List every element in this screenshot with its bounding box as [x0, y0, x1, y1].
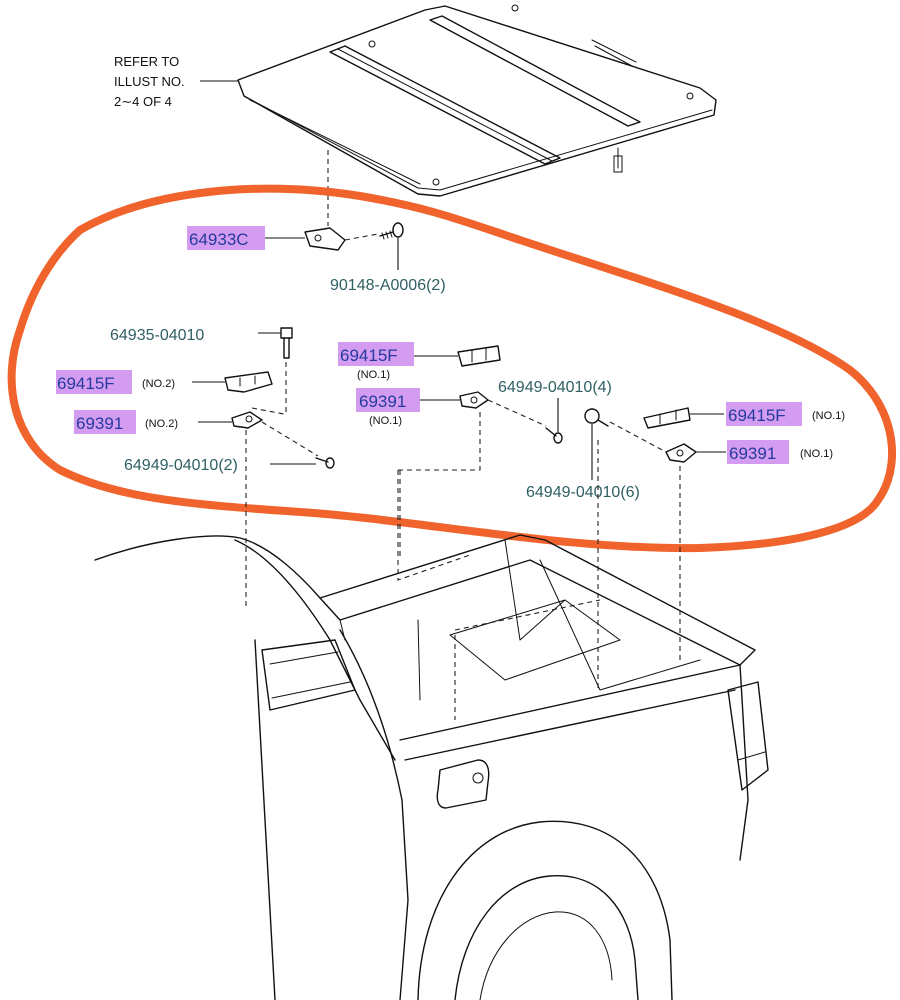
part-number: 64933C [189, 230, 249, 249]
qualifier: (NO.1) [369, 415, 402, 427]
clamp-69415f-center-illustration [412, 345, 501, 367]
note-line-2: ILLUST NO. [114, 74, 185, 89]
screw-64949-2-illustration [270, 457, 335, 469]
hinge-69391-center-illustration [420, 391, 547, 427]
highlight-box [74, 410, 136, 434]
refer-note: REFER TO ILLUST NO. 2∼4 OF 4 [114, 54, 238, 109]
qualifier: (NO.2) [145, 418, 178, 430]
part-number: 69415F [340, 346, 398, 365]
label-64933c[interactable]: 64933C [187, 226, 305, 250]
part-number: 69415F [57, 374, 115, 393]
highlight-box [356, 388, 420, 412]
label-69415f-center[interactable]: 69415F (NO.1) [338, 342, 414, 381]
qualifier: (NO.2) [142, 378, 175, 390]
bolt-90148-illustration [379, 222, 404, 270]
highlight-box [187, 226, 265, 250]
label-64949-04010-4[interactable]: 64949-04010(4) [498, 379, 612, 396]
tonneau-cover-illustration [237, 4, 717, 197]
qualifier: (NO.1) [812, 410, 845, 422]
installation-dashlines [245, 410, 681, 720]
highlight-box [56, 370, 132, 394]
label-69391-right[interactable]: 69391 (NO.1) [727, 440, 833, 464]
highlight-box [338, 342, 414, 366]
clamp-69415f-no2-illustration [192, 371, 273, 393]
highlight-annotation-circle [7, 184, 897, 553]
note-line-3: 2∼4 OF 4 [114, 94, 172, 109]
screw-64949-4-illustration [545, 398, 563, 444]
qualifier: (NO.1) [357, 369, 390, 381]
qualifier: (NO.1) [800, 448, 833, 460]
screw-64949-6-illustration [584, 408, 609, 480]
part-number: 69391 [359, 392, 406, 411]
label-90148-a0006[interactable]: 90148-A0006(2) [330, 277, 446, 294]
label-69415f-right[interactable]: 69415F (NO.1) [726, 402, 845, 426]
pickup-truck-illustration [94, 534, 769, 1000]
part-number: 69415F [728, 406, 786, 425]
part-number: 69391 [729, 444, 776, 463]
label-64935-04010[interactable]: 64935-04010 [110, 327, 204, 344]
note-line-1: REFER TO [114, 54, 179, 69]
hinge-69391-no2-illustration [198, 407, 319, 457]
label-64949-04010-2[interactable]: 64949-04010(2) [124, 457, 238, 474]
part-number: 69391 [76, 414, 123, 433]
label-64949-04010-6[interactable]: 64949-04010(6) [526, 484, 640, 501]
hinge-69391-right-illustration [609, 421, 726, 463]
highlight-box [727, 440, 789, 464]
bracket-64933c-illustration [304, 227, 379, 251]
highlight-box [726, 402, 802, 426]
label-69391-center[interactable]: 69391 (NO.1) [356, 388, 420, 427]
clamp-69415f-right-illustration [643, 407, 724, 429]
bolt-64935-illustration [258, 327, 293, 414]
label-69391-no2[interactable]: 69391 (NO.2) [74, 410, 178, 434]
label-69415f-no2[interactable]: 69415F (NO.2) [56, 370, 175, 394]
